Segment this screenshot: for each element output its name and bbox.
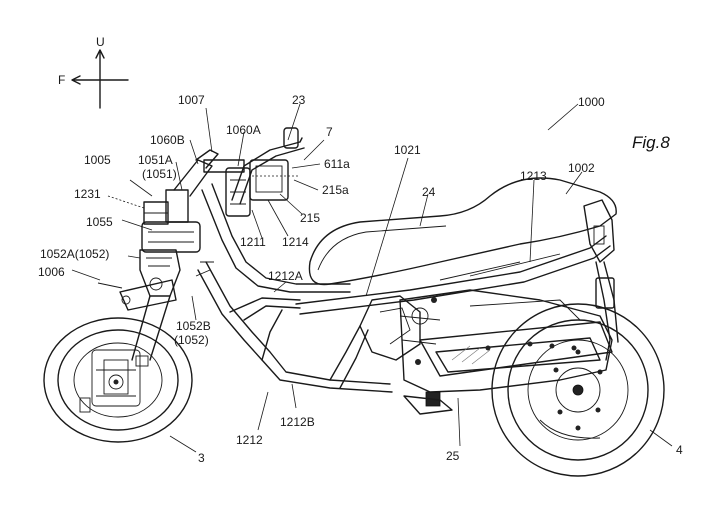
leader-lines <box>71 103 673 453</box>
label-7: 7 <box>326 125 333 139</box>
main-frame <box>195 183 393 393</box>
label-4: 4 <box>676 443 683 457</box>
label-1231: 1231 <box>74 187 101 201</box>
label-1213: 1213 <box>520 169 547 183</box>
label-1060b: 1060B <box>150 133 185 147</box>
label-1002: 1002 <box>568 161 595 175</box>
label-1021: 1021 <box>394 143 421 157</box>
seat <box>308 177 617 286</box>
direction-up-label: U <box>96 35 105 49</box>
label-1007: 1007 <box>178 93 205 107</box>
direction-front-label: F <box>58 73 65 87</box>
label-1214: 1214 <box>282 235 309 249</box>
label-24: 24 <box>422 185 436 199</box>
label-1000: 1000 <box>578 95 605 109</box>
label-1005: 1005 <box>84 153 111 167</box>
label-1051a-sub: (1051) <box>142 167 177 181</box>
reference-labels: 1000 1002 1005 1006 1007 1021 1051A (105… <box>38 93 683 465</box>
handlebar-assembly <box>203 127 305 217</box>
direction-indicator: U F <box>58 35 129 109</box>
label-1212a: 1212A <box>268 269 303 283</box>
label-215a: 215a <box>322 183 349 197</box>
label-1052b: 1052B <box>176 319 211 333</box>
figure-label: Fig.8 <box>632 133 670 152</box>
label-1212: 1212 <box>236 433 263 447</box>
rear-subframe <box>295 199 619 361</box>
label-1051a: 1051A <box>138 153 173 167</box>
rear-wheel <box>491 303 665 477</box>
label-1060a: 1060A <box>226 123 261 137</box>
label-1212b: 1212B <box>280 415 315 429</box>
label-1211: 1211 <box>240 235 266 249</box>
engine-unit <box>359 289 613 415</box>
label-3: 3 <box>198 451 205 465</box>
front-fork-assembly <box>97 149 219 361</box>
label-611a: 611a <box>324 157 350 171</box>
front-wheel <box>43 317 193 443</box>
label-25: 25 <box>446 449 460 463</box>
label-1052b-sub: (1052) <box>174 333 209 347</box>
label-215: 215 <box>300 211 320 225</box>
label-1052a: 1052A(1052) <box>40 247 109 261</box>
label-23: 23 <box>292 93 306 107</box>
label-1055: 1055 <box>86 215 113 229</box>
label-1006: 1006 <box>38 265 65 279</box>
